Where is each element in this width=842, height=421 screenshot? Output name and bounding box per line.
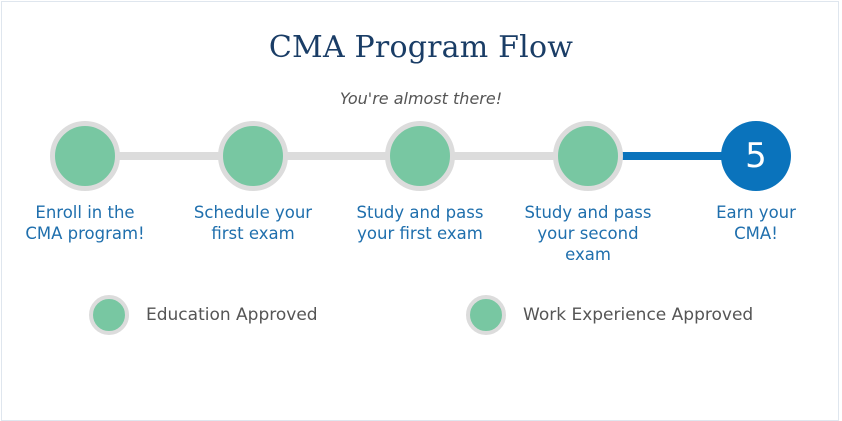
step-5-label-line-2: CMA! [734,224,778,243]
step-5-label: Earn your CMA! [676,202,836,244]
step-2-label: Schedule your first exam [173,202,333,244]
step-4-label: Study and pass your second exam [508,202,668,265]
step-1-label-line-1: Enroll in the [35,203,135,222]
work-experience-approved-label: Work Experience Approved [523,305,754,325]
step-4-label-line-2: your second [537,224,639,243]
page-title: CMA Program Flow [268,30,574,65]
step-4-complete-circle [553,121,623,191]
step-1-complete-circle [50,121,120,191]
step-1-label: Enroll in the CMA program! [5,202,165,244]
step-4-label-line-3: exam [565,245,611,264]
progress-track-completed [85,152,588,160]
step-3-complete-circle [385,121,455,191]
step-3-label-line-1: Study and pass [356,203,484,222]
step-4-label-line-1: Study and pass [524,203,652,222]
step-1-label-line-2: CMA program! [25,224,145,243]
page-subtitle: You're almost there! [339,89,503,108]
progress-track-current [588,152,758,160]
step-5-current-circle: 5 [721,121,791,191]
step-2-label-line-1: Schedule your [193,203,313,222]
step-2-complete-circle [218,121,288,191]
step-5-label-line-1: Earn your [716,203,796,222]
education-approved-status-icon [89,295,129,335]
step-5-number: 5 [745,136,767,176]
step-3-label-line-2: your first exam [357,224,483,243]
work-experience-approved-status-icon [466,295,506,335]
step-3-label: Study and pass your first exam [340,202,500,244]
step-2-label-line-2: first exam [211,224,295,243]
education-approved-label: Education Approved [146,305,318,325]
